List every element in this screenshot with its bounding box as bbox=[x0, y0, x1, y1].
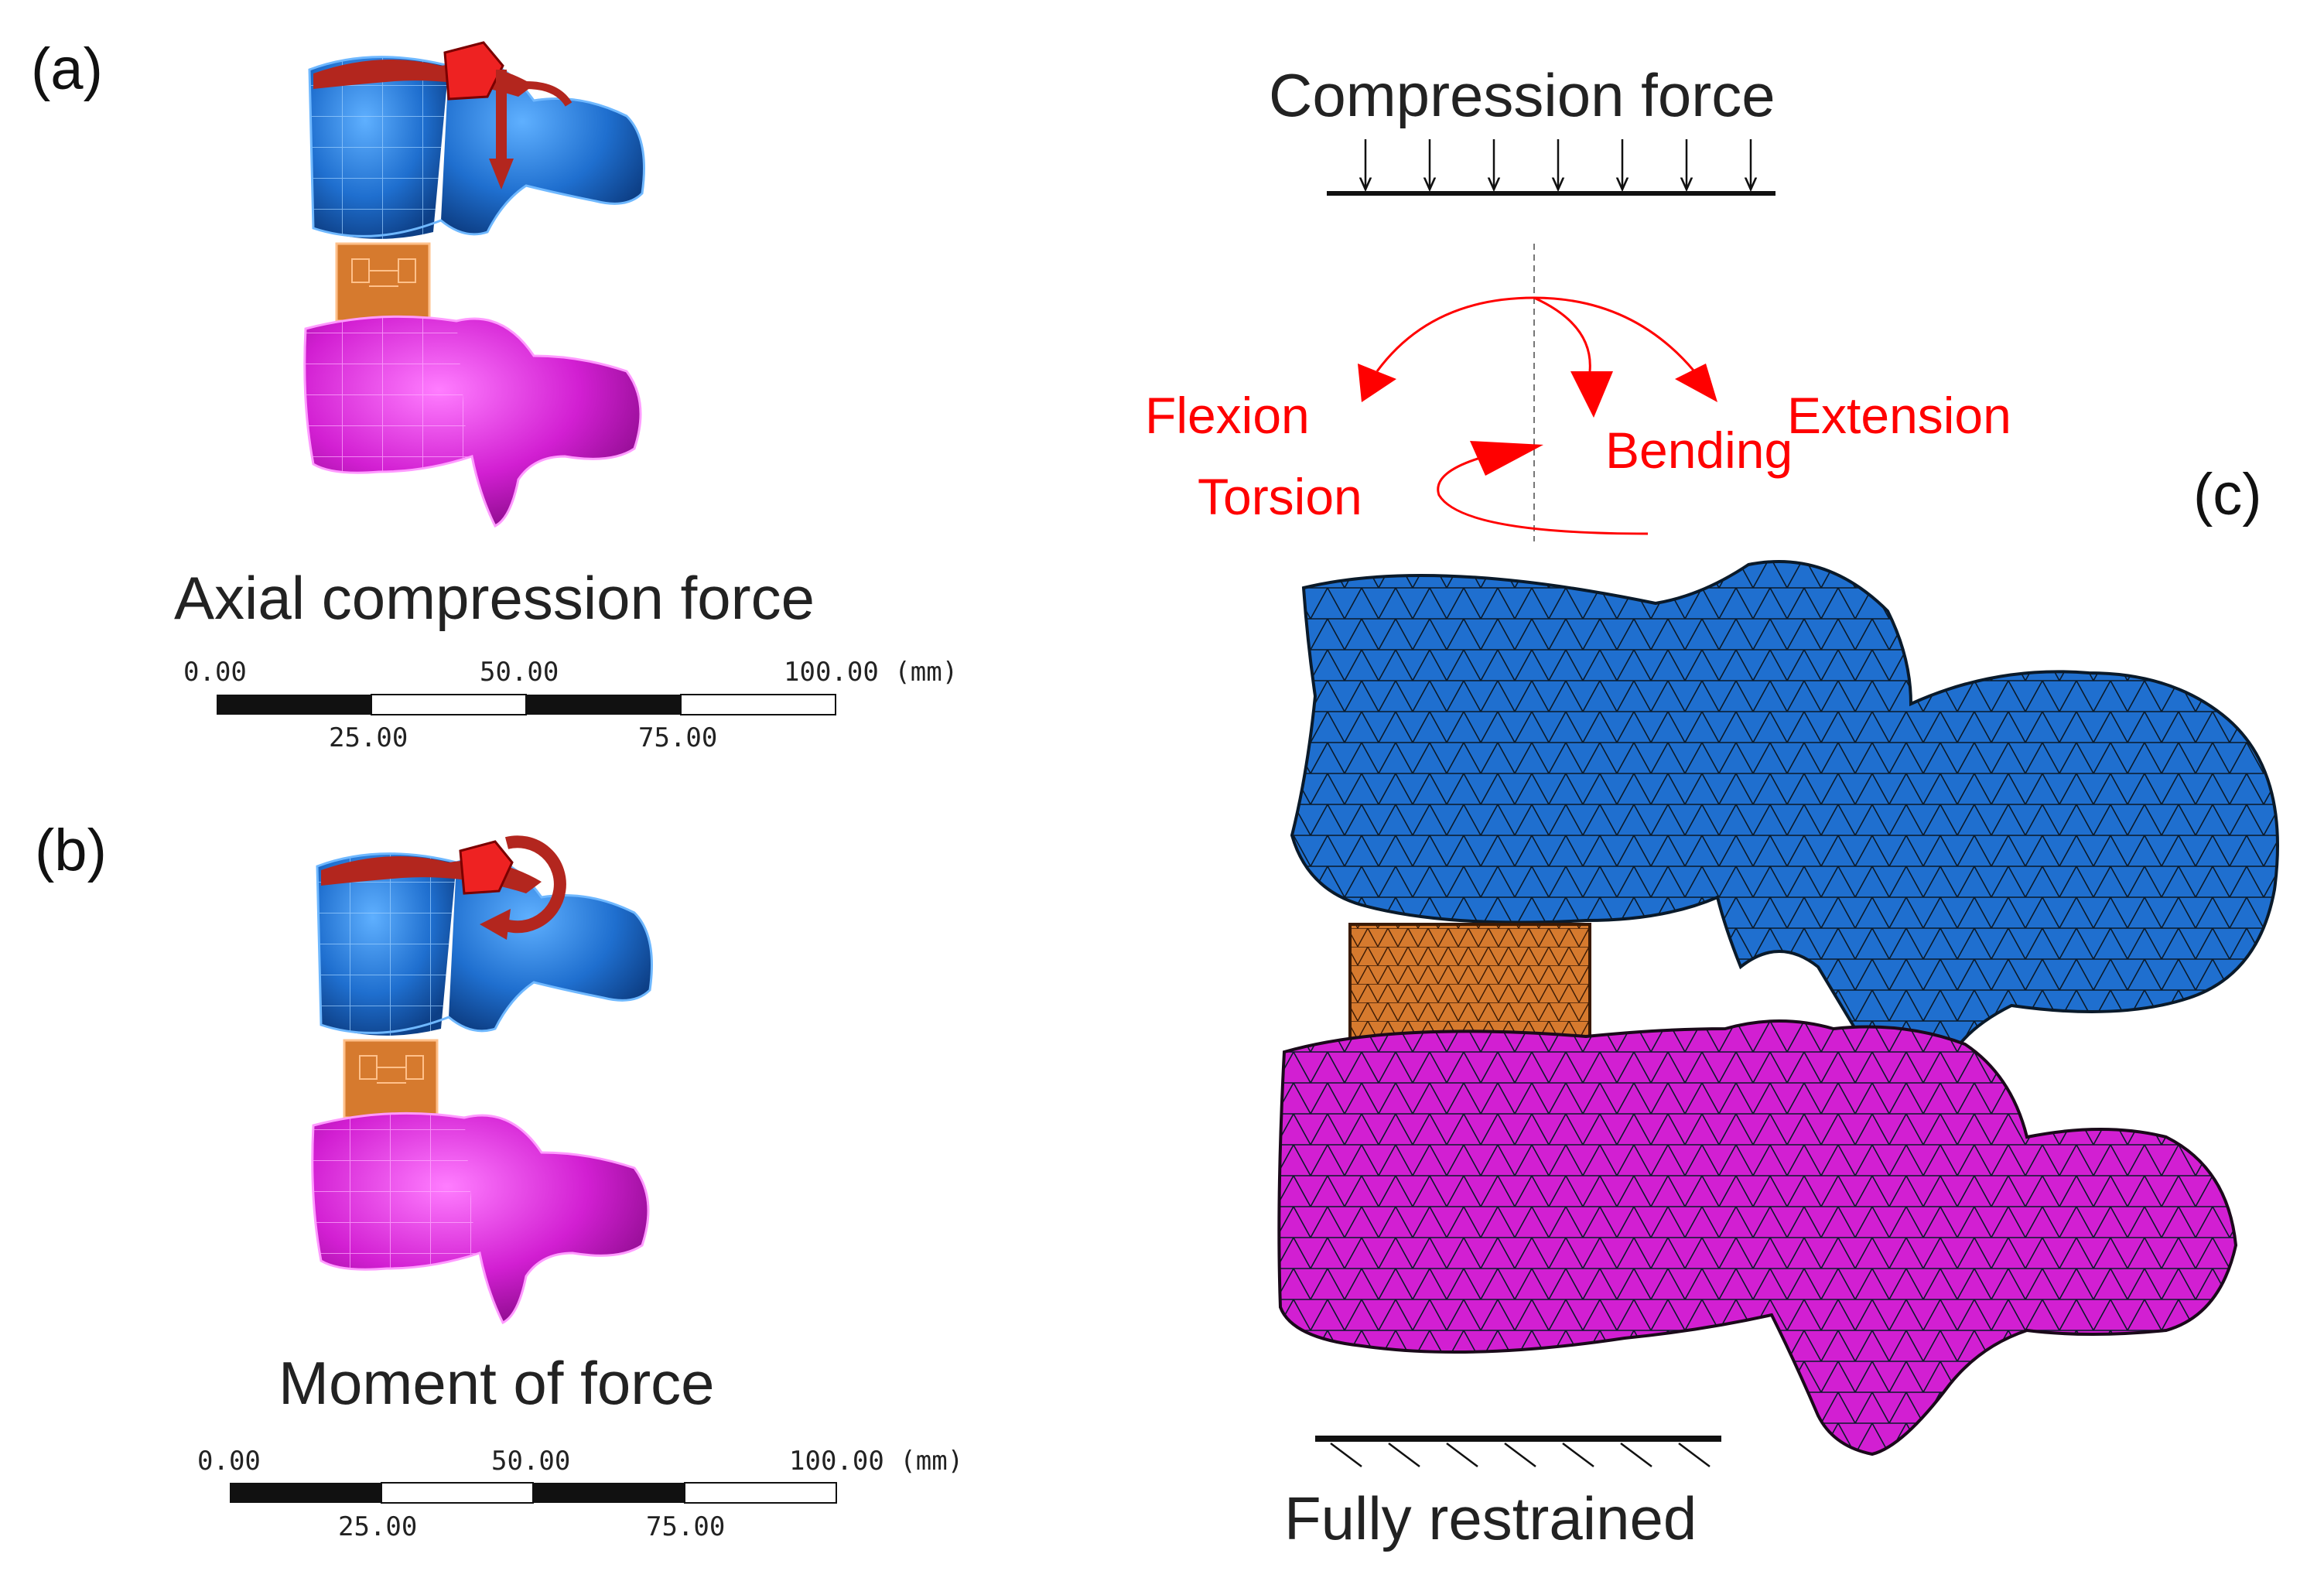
extension-arrow bbox=[1533, 296, 1696, 372]
compression-force-arrows bbox=[1327, 139, 1775, 196]
scale-tick-50-b: 50.00 bbox=[491, 1446, 570, 1477]
bending-label: Bending bbox=[1605, 422, 1793, 479]
fully-restrained-label: Fully restrained bbox=[1284, 1484, 1697, 1552]
flexion-label: Flexion bbox=[1145, 387, 1310, 444]
extension-label: Extension bbox=[1787, 387, 2011, 444]
panel-a-label: (a) bbox=[31, 36, 103, 102]
flexion-arrow bbox=[1376, 296, 1535, 372]
panel-a-scale-bar: 0.00 50.00 100.00 (mm) 25.00 75.00 bbox=[183, 657, 958, 753]
panel-a-model bbox=[303, 56, 645, 528]
motion-arrows bbox=[1358, 296, 1717, 535]
scale-tick-100: 100.00 (mm) bbox=[784, 657, 958, 688]
scale-tick-25: 25.00 bbox=[329, 722, 408, 753]
panel-b-label: (b) bbox=[35, 818, 107, 883]
panel-a-caption: Axial compression force bbox=[174, 564, 815, 632]
panel-c-mesh-model bbox=[1277, 560, 2279, 1456]
scale-tick-75: 75.00 bbox=[638, 722, 717, 753]
scale-tick-50: 50.00 bbox=[480, 657, 559, 688]
panel-c: (c) Compression force Flexion Ext bbox=[1145, 61, 2279, 1552]
torsion-label: Torsion bbox=[1198, 468, 1362, 525]
moment-load-marker bbox=[459, 835, 566, 940]
panel-b-caption: Moment of force bbox=[279, 1349, 715, 1417]
scale-tick-0-b: 0.00 bbox=[197, 1446, 261, 1477]
upper-vertebra-mesh bbox=[1290, 560, 2279, 1064]
scale-tick-100-b: 100.00 (mm) bbox=[789, 1446, 963, 1477]
torsion-arrow bbox=[1437, 455, 1649, 535]
scale-tick-75-b: 75.00 bbox=[646, 1511, 725, 1542]
bending-arrow bbox=[1533, 296, 1591, 372]
scale-tick-0: 0.00 bbox=[183, 657, 247, 688]
lower-vertebra-mesh bbox=[1277, 1019, 2238, 1456]
panel-b-scale-bar: 0.00 50.00 100.00 (mm) 25.00 75.00 bbox=[197, 1446, 963, 1542]
panel-b: (b) Moment of force 0.00 50.00 100.00 (m… bbox=[35, 818, 963, 1542]
fixed-support-symbol bbox=[1315, 1436, 1721, 1467]
panel-c-label: (c) bbox=[2193, 462, 2262, 528]
compression-force-label: Compression force bbox=[1269, 61, 1775, 129]
axial-load-marker bbox=[443, 41, 572, 190]
panel-a: (a) Axial compression force 0.00 50.00 1… bbox=[31, 36, 958, 753]
scale-tick-25-b: 25.00 bbox=[338, 1511, 417, 1542]
